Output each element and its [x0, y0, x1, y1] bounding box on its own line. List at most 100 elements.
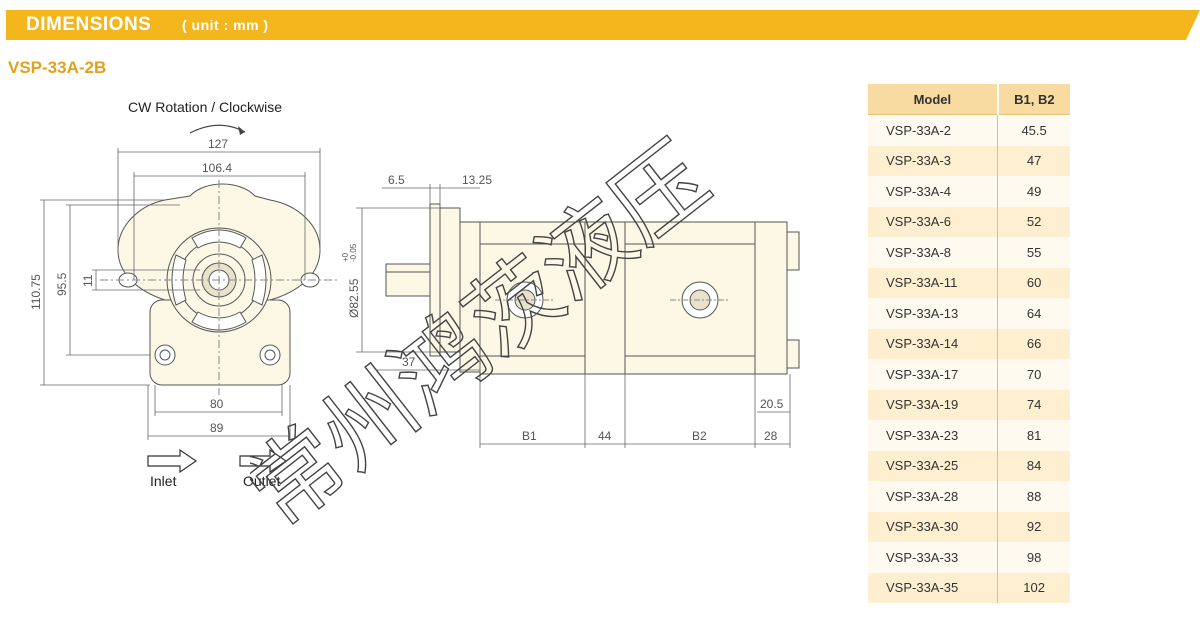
unit-label: ( unit : mm ): [182, 17, 269, 33]
rotation-arrow: [189, 124, 246, 134]
inlet-label: Inlet: [150, 473, 177, 489]
model-title: VSP-33A-2B: [8, 58, 107, 77]
b1-b2-cell: 47: [997, 145, 1070, 176]
dim-37: 37: [402, 355, 416, 369]
model-cell: VSP-33A-2: [868, 114, 999, 146]
dim-28: 28: [764, 429, 778, 443]
pocket-right: [251, 254, 267, 306]
dim-B2: B2: [692, 429, 707, 443]
dim-95-5: 95.5: [55, 272, 69, 296]
dim-11: 11: [81, 274, 95, 287]
model-cell: VSP-33A-14: [868, 328, 999, 359]
model-cell: VSP-33A-6: [868, 206, 999, 237]
front-view: [100, 180, 340, 395]
rear-boss-bottom: [786, 339, 800, 369]
dim-B1: B1: [522, 429, 537, 443]
b1-b2-cell: 84: [997, 450, 1070, 481]
b1-b2-cell: 88: [997, 481, 1070, 512]
shaft: [385, 263, 431, 297]
dim-82-tol-minus: -0.05: [349, 243, 358, 262]
rear-boss-top: [786, 231, 800, 271]
lower-port-left: [154, 344, 176, 366]
pocket-left: [171, 254, 187, 306]
dim-82-55: Ø82.55: [347, 278, 361, 318]
rotation-arrowhead: [238, 126, 245, 135]
rotation-label: CW Rotation / Clockwise: [128, 99, 282, 115]
dim-106-4: 106.4: [202, 161, 232, 175]
b1-b2-cell: 52: [997, 206, 1070, 237]
inlet-symbol: [147, 448, 198, 474]
middle-plate: [584, 221, 626, 375]
model-cell: VSP-33A-4: [868, 176, 999, 207]
model-cell: VSP-33A-13: [868, 298, 999, 329]
model-cell: VSP-33A-17: [868, 359, 999, 390]
dim-89: 89: [210, 421, 224, 435]
b1-b2-cell: 66: [997, 328, 1070, 359]
dim-20-5: 20.5: [760, 397, 784, 411]
b1-b2-cell: 74: [997, 389, 1070, 420]
b1-b2-cell: 55: [997, 237, 1070, 268]
model-cell: VSP-33A-8: [868, 237, 999, 268]
model-cell: VSP-33A-33: [868, 542, 999, 573]
header-bar: DIMENSIONS ( unit : mm ): [6, 10, 1200, 40]
b1-b2-cell: 102: [997, 572, 1070, 603]
outlet-label: Outlet: [243, 473, 280, 489]
dim-6-5: 6.5: [388, 173, 405, 187]
technical-drawing: CW Rotation / Clockwise 127 106.4 110.75…: [29, 99, 800, 489]
model-cell: VSP-33A-3: [868, 145, 999, 176]
b1-b2-cell: 92: [997, 511, 1070, 542]
b1-b2-cell: 45.5: [997, 114, 1070, 146]
col-header-b1-b2: B1, B2: [997, 84, 1070, 115]
b1-b2-cell: 81: [997, 420, 1070, 451]
model-cell: VSP-33A-25: [868, 450, 999, 481]
table-header-row: Model B1, B2: [868, 84, 1070, 115]
rear-cover: [754, 221, 788, 375]
outlet-symbol: [239, 448, 288, 474]
side-view: [385, 203, 800, 375]
front-dimensions: [40, 148, 321, 440]
front-cover: [459, 221, 481, 373]
dim-80: 80: [210, 397, 224, 411]
page-title: DIMENSIONS: [26, 14, 152, 35]
lower-port-right-inner: [264, 349, 276, 361]
b1-b2-cell: 49: [997, 176, 1070, 207]
side-dimensions: [356, 184, 791, 448]
model-cell: VSP-33A-35: [868, 572, 999, 603]
lower-port-right: [259, 344, 281, 366]
dim-127: 127: [208, 137, 228, 151]
col-header-model: Model: [868, 84, 999, 115]
b1-b2-cell: 70: [997, 359, 1070, 390]
mount-flange: [429, 203, 441, 357]
dim-82-tol-plus: +0: [341, 252, 350, 262]
dim-44: 44: [598, 429, 612, 443]
model-cell: VSP-33A-23: [868, 420, 999, 451]
b1-b2-cell: 64: [997, 298, 1070, 329]
b1-b2-cell: 60: [997, 267, 1070, 298]
model-cell: VSP-33A-30: [868, 511, 999, 542]
model-cell: VSP-33A-28: [868, 481, 999, 512]
b1-b2-cell: 98: [997, 542, 1070, 573]
model-cell: VSP-33A-19: [868, 389, 999, 420]
dim-110-75: 110.75: [29, 274, 43, 310]
lower-port-left-inner: [159, 349, 171, 361]
pilot-step: [439, 207, 461, 353]
model-cell: VSP-33A-11: [868, 267, 999, 298]
dim-13-25: 13.25: [462, 173, 492, 187]
